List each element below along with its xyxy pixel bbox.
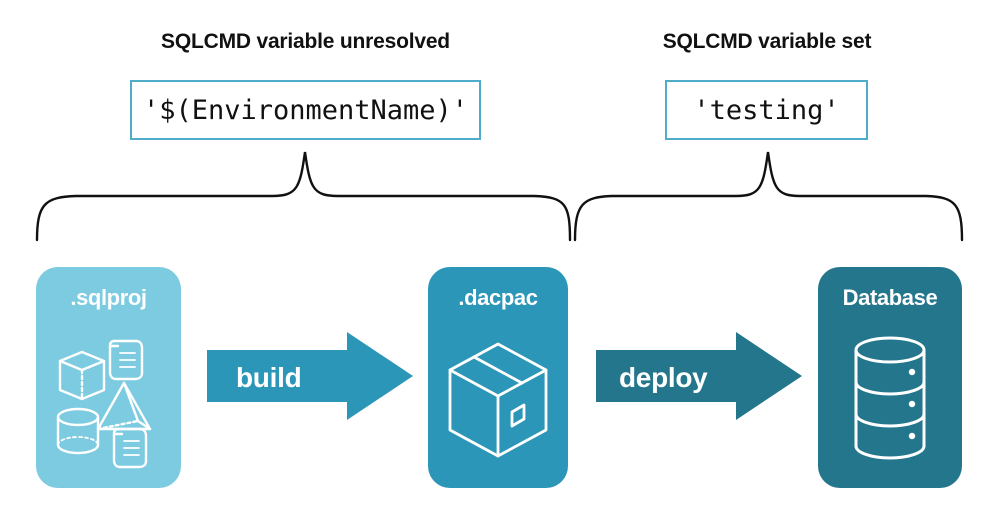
annotation-heading-left: SQLCMD variable unresolved	[161, 30, 450, 53]
arrow-deploy-label: deploy	[619, 362, 708, 393]
sqlproj-artwork	[36, 311, 181, 488]
stage-label-sqlproj: .sqlproj	[70, 285, 147, 310]
database-artwork	[818, 311, 962, 488]
variable-value-box-unresolved: '$(EnvironmentName)'	[130, 80, 481, 140]
arrow-build-label: build	[236, 362, 302, 393]
stage-box-sqlproj[interactable]: .sqlproj	[36, 267, 181, 488]
stage-label-dacpac: .dacpac	[458, 285, 538, 310]
scroll-icon	[112, 427, 148, 468]
stage-box-database[interactable]: Database	[818, 267, 962, 488]
cube-icon	[58, 350, 106, 400]
package-box-icon	[448, 342, 548, 457]
stage-label-database: Database	[842, 285, 938, 310]
arrow-deploy	[596, 330, 804, 422]
brace-right-icon	[573, 151, 964, 242]
arrow-build	[207, 330, 415, 422]
arrow-deploy-icon	[596, 332, 802, 420]
variable-value-box-set: 'testing'	[665, 80, 868, 140]
cylinder-icon	[56, 407, 100, 454]
annotation-heading-right: SQLCMD variable set	[662, 30, 872, 53]
dacpac-artwork	[428, 311, 568, 488]
database-cylinder-icon	[854, 336, 926, 459]
scroll-icon	[108, 339, 144, 380]
arrow-build-icon	[207, 332, 413, 420]
brace-left-icon	[35, 151, 572, 242]
pyramid-icon	[96, 381, 152, 430]
stage-box-dacpac[interactable]: .dacpac	[428, 267, 568, 488]
